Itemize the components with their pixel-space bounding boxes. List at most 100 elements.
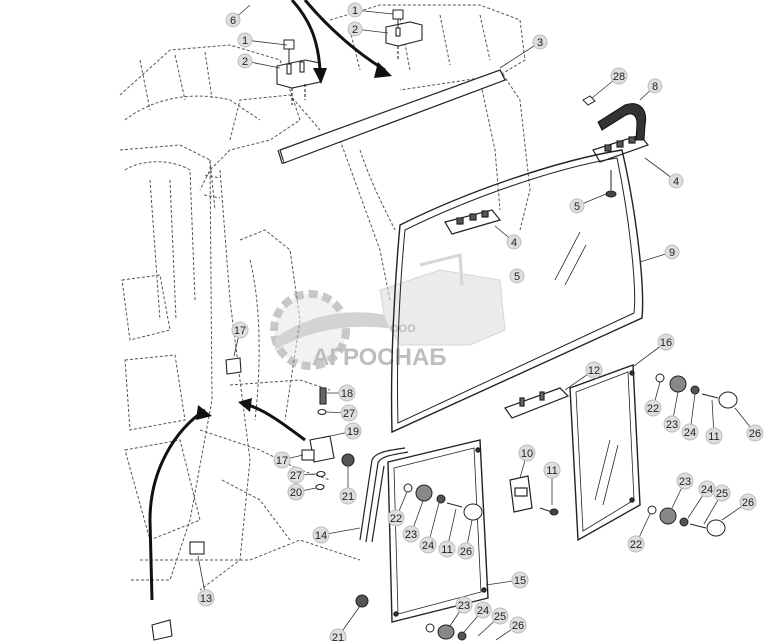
callout-bubble bbox=[347, 2, 363, 18]
hinge-upper-center bbox=[444, 209, 502, 235]
latch-10 bbox=[509, 475, 533, 513]
callout-c14: 14 bbox=[312, 526, 330, 544]
callout-c27a: 27 bbox=[340, 404, 358, 422]
watermark-prefix: ООО bbox=[390, 323, 416, 335]
nut-top-right bbox=[392, 9, 404, 28]
side-window-glass-right bbox=[569, 364, 641, 542]
callout-bubble bbox=[197, 589, 215, 607]
callout-number: 4 bbox=[673, 176, 679, 188]
callout-number: 15 bbox=[514, 575, 526, 587]
callout-bubble bbox=[287, 466, 305, 484]
callout-c11b: 11 bbox=[543, 461, 561, 479]
leader-line-c3 bbox=[499, 41, 541, 69]
callout-number: 28 bbox=[613, 71, 625, 83]
callout-number: 5 bbox=[574, 201, 580, 213]
callout-number: 27 bbox=[343, 408, 355, 420]
direction-arrows bbox=[148, 0, 386, 601]
callout-number: 10 bbox=[521, 448, 533, 460]
callout-number: 22 bbox=[390, 513, 402, 525]
callout-bubble bbox=[340, 404, 358, 422]
callout-c2a: 2 bbox=[237, 53, 253, 69]
callout-number: 26 bbox=[749, 428, 761, 440]
callout-c16: 16 bbox=[657, 333, 675, 351]
callout-bubble bbox=[506, 234, 522, 250]
callout-c22c: 22 bbox=[627, 535, 645, 553]
callout-bubble bbox=[676, 472, 694, 490]
watermark-name: АГРОСНАБ bbox=[312, 344, 447, 371]
callout-number: 23 bbox=[666, 419, 678, 431]
callout-number: 11 bbox=[546, 465, 557, 477]
callout-bubble bbox=[287, 483, 305, 501]
callout-number: 21 bbox=[332, 632, 344, 641]
callout-c10: 10 bbox=[518, 444, 536, 462]
window-seal bbox=[359, 447, 409, 543]
mounting-bracket-left bbox=[276, 59, 321, 105]
callout-bubble bbox=[329, 628, 347, 641]
callout-c5a: 5 bbox=[569, 198, 585, 214]
callout-c5b: 5 bbox=[509, 268, 525, 284]
fastener-stacks bbox=[355, 373, 738, 641]
callout-bubble bbox=[231, 321, 249, 339]
callout-number: 17 bbox=[234, 325, 246, 337]
callout-bubble bbox=[237, 53, 253, 69]
callout-bubble bbox=[664, 244, 680, 260]
callout-number: 16 bbox=[660, 337, 672, 349]
callout-bubble bbox=[668, 173, 684, 189]
callout-c12: 12 bbox=[585, 361, 603, 379]
callout-bubble bbox=[225, 12, 241, 28]
callout-c19: 19 bbox=[344, 422, 362, 440]
callout-c17a: 17 bbox=[231, 321, 249, 339]
callout-number: 24 bbox=[477, 605, 489, 617]
watermark: ООО АГРОСНАБ bbox=[270, 253, 506, 371]
callout-c22b: 22 bbox=[387, 509, 405, 527]
callout-bubble bbox=[543, 461, 561, 479]
callout-number: 22 bbox=[630, 539, 642, 551]
callout-c13: 13 bbox=[197, 589, 215, 607]
callout-number: 17 bbox=[276, 455, 288, 467]
callout-number: 26 bbox=[512, 620, 524, 632]
callout-bubble bbox=[237, 32, 253, 48]
callout-number: 1 bbox=[242, 35, 248, 47]
callout-number: 27 bbox=[290, 470, 302, 482]
callout-bubble bbox=[746, 424, 764, 442]
callout-bubble bbox=[518, 444, 536, 462]
callout-bubble bbox=[644, 399, 662, 417]
callout-number: 9 bbox=[669, 247, 675, 259]
callout-c9: 9 bbox=[664, 244, 680, 260]
clip-28 bbox=[582, 95, 596, 106]
callout-number: 20 bbox=[290, 487, 302, 499]
callout-c25b: 25 bbox=[491, 607, 509, 625]
callout-bubble bbox=[402, 525, 420, 543]
callout-bubble bbox=[681, 423, 699, 441]
callout-bubble bbox=[455, 596, 473, 614]
callout-c21a: 21 bbox=[339, 487, 357, 505]
screw-5 bbox=[605, 170, 617, 198]
callout-bubble bbox=[610, 67, 628, 85]
callout-number: 22 bbox=[647, 403, 659, 415]
callout-c20: 20 bbox=[287, 483, 305, 501]
callout-number: 2 bbox=[352, 24, 358, 36]
callout-c4a: 4 bbox=[668, 173, 684, 189]
callout-bubble bbox=[509, 268, 525, 284]
callout-c17b: 17 bbox=[273, 451, 291, 469]
callout-c26c: 26 bbox=[739, 493, 757, 511]
callout-bubble bbox=[511, 571, 529, 589]
callout-bubble bbox=[713, 484, 731, 502]
callout-c24a: 24 bbox=[681, 423, 699, 441]
callout-bubble bbox=[569, 198, 585, 214]
callout-c24c: 24 bbox=[698, 480, 716, 498]
callout-number: 3 bbox=[537, 37, 543, 49]
callout-bubble bbox=[739, 493, 757, 511]
callout-bubble bbox=[273, 451, 291, 469]
callout-c23d: 23 bbox=[455, 596, 473, 614]
callout-number: 8 bbox=[652, 81, 658, 93]
callout-c3: 3 bbox=[532, 34, 548, 50]
callout-number: 11 bbox=[441, 544, 452, 556]
callout-bubble bbox=[457, 542, 475, 560]
callout-number: 4 bbox=[511, 237, 517, 249]
callout-c8: 8 bbox=[647, 78, 663, 94]
header-rail bbox=[277, 69, 506, 164]
callout-number: 23 bbox=[405, 529, 417, 541]
callout-c28: 28 bbox=[610, 67, 628, 85]
